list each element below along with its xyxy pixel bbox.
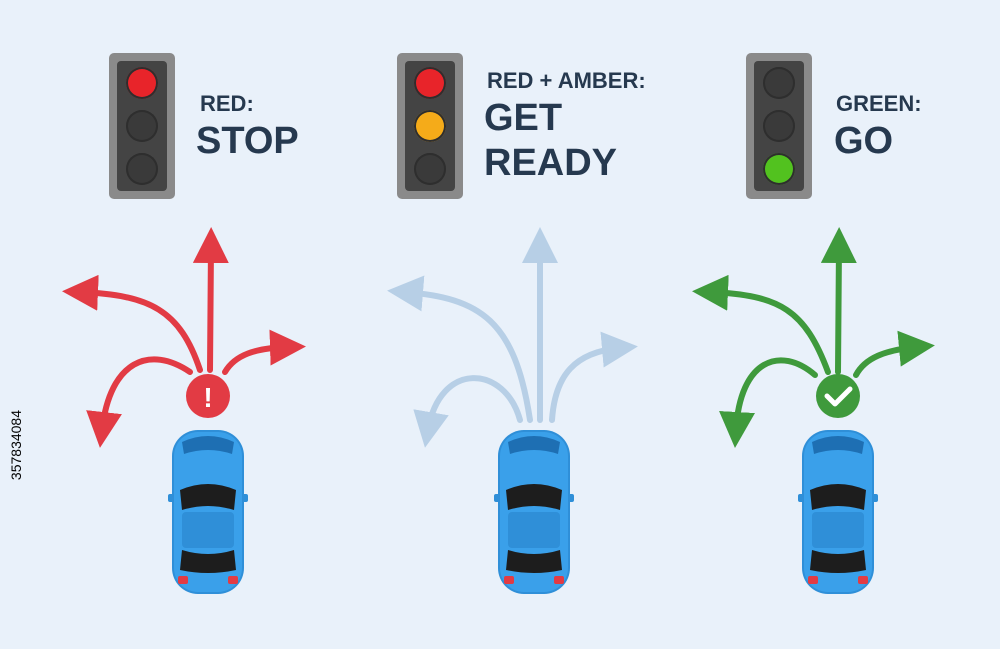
traffic-light: [397, 53, 463, 199]
light-label-small: RED:: [200, 91, 254, 116]
car-icon: [798, 430, 878, 594]
lamp-top: [414, 67, 446, 99]
light-label-small: RED + AMBER:: [487, 68, 646, 93]
light-label-small: GREEN:: [836, 91, 922, 116]
light-label-big: GO: [834, 120, 894, 162]
checkmark-icon: [824, 386, 853, 407]
light-label-big-line1: GET: [484, 97, 563, 139]
check-badge-icon: [816, 374, 860, 418]
red-arrows: [62, 227, 306, 448]
traffic-light: [109, 53, 175, 199]
lamp-bottom: [414, 153, 446, 185]
lamp-top: [763, 67, 795, 99]
car-icon: [168, 430, 248, 594]
lamp-top: [126, 67, 158, 99]
lamp-bottom: [763, 153, 795, 185]
light-label-big-line2: READY: [484, 142, 618, 184]
lamp-middle: [126, 110, 158, 142]
warning-badge-icon: [186, 374, 230, 418]
stock-id-text: 357834084: [8, 410, 24, 481]
panel-red-stop: RED: STOP: [0, 0, 333, 649]
car-icon: [494, 430, 574, 594]
light-label-big: STOP: [196, 120, 299, 162]
green-arrows: [692, 227, 935, 448]
blue-arrows: [387, 227, 638, 448]
badge-label: !: [203, 382, 212, 413]
lamp-middle: [414, 110, 446, 142]
lamp-middle: [763, 110, 795, 142]
lamp-bottom: [126, 153, 158, 185]
traffic-light: [746, 53, 812, 199]
